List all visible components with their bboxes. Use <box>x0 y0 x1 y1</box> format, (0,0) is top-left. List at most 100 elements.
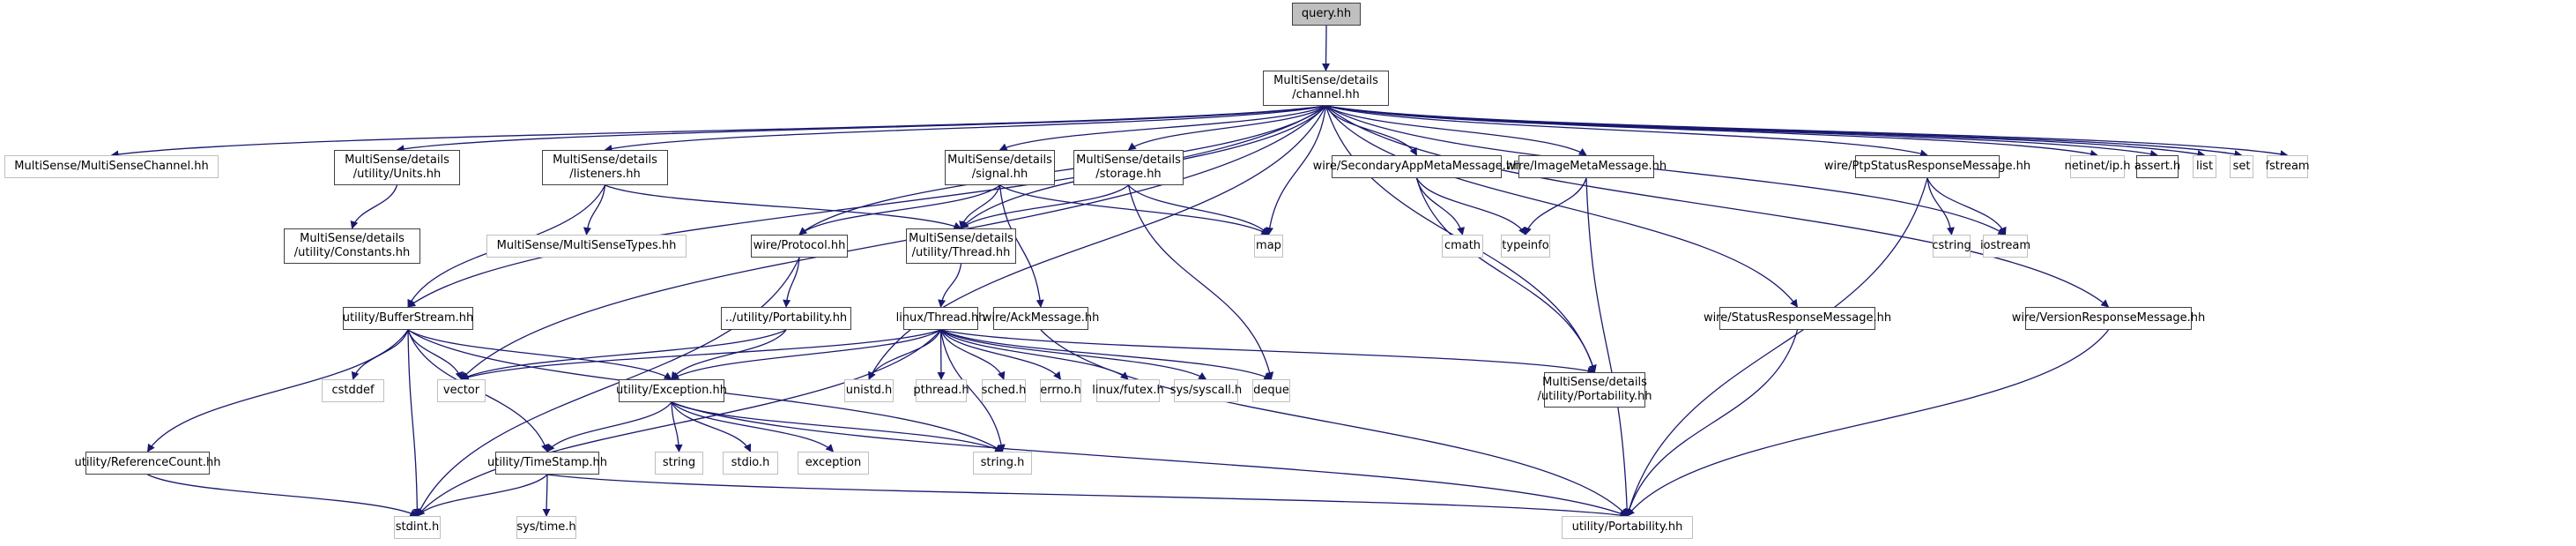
node-units[interactable]: MultiSense/details /utility/Units.hh <box>334 150 460 185</box>
node-constants[interactable]: MultiSense/details /utility/Constants.hh <box>284 228 420 264</box>
node-futex: linux/futex.h <box>1092 379 1164 402</box>
edge-channel-to-bufferstream <box>407 105 1326 308</box>
node-ptpstatus[interactable]: wire/PtpStatusResponseMessage.hh <box>1824 155 2030 178</box>
node-stringh: string.h <box>973 452 1032 475</box>
node-assert[interactable]: assert.h <box>2134 155 2180 178</box>
edge-secondary-to-msport <box>1415 177 1597 373</box>
node-mschannel: MultiSense/MultiSenseChannel.hh <box>4 155 219 178</box>
node-ack[interactable]: wire/AckMessage.hh <box>983 307 1099 330</box>
edge-bufferstream-to-vector <box>407 329 464 380</box>
edge-bufferstream-to-refcount <box>146 329 409 453</box>
node-list: list <box>2193 155 2216 178</box>
edge-lthread-to-stringh <box>939 329 1006 453</box>
edge-protocol-to-stdint <box>416 257 800 517</box>
node-string: string <box>655 452 703 475</box>
node-iostream: iostream <box>1980 235 2030 258</box>
node-systime: sys/time.h <box>516 516 576 539</box>
node-storage[interactable]: MultiSense/details /storage.hh <box>1073 150 1184 185</box>
edge-lthread-to-stdint <box>416 329 941 517</box>
edge-storage-to-map <box>1128 184 1270 236</box>
edge-channel-to-signal <box>998 105 1326 151</box>
edge-signal-to-ack <box>998 184 1044 308</box>
edge-bufferstream-to-exception_hh <box>407 329 672 380</box>
node-uthread[interactable]: MultiSense/details /utility/Thread.hh <box>906 228 1016 264</box>
edge-lthread-to-deque <box>940 329 1273 380</box>
edge-query-to-channel <box>1322 25 1331 71</box>
edge-channel-to-listeners <box>604 105 1326 153</box>
node-versionresp[interactable]: wire/VersionResponseMessage.hh <box>2012 307 2205 330</box>
node-refcount[interactable]: utility/ReferenceCount.hh <box>74 452 221 475</box>
edge-channel-to-versionresp <box>1325 105 2110 308</box>
edge-channel-to-vector <box>460 105 1326 380</box>
node-sched: sched.h <box>982 379 1026 402</box>
node-relport[interactable]: ../utility/Portability.hh <box>721 307 851 330</box>
node-deque: deque <box>1252 379 1290 402</box>
node-imagemeta[interactable]: wire/ImageMetaMessage.hh <box>1506 155 1667 178</box>
edge-protocol-to-relport <box>783 257 800 308</box>
node-stdio: stdio.h <box>723 452 778 475</box>
edge-channel-to-units <box>396 105 1326 153</box>
node-query[interactable]: query.hh <box>1292 3 1361 26</box>
edge-relport-to-exception_hh <box>671 329 787 380</box>
node-listeners[interactable]: MultiSense/details /listeners.hh <box>542 150 668 185</box>
edge-exception_hh-to-timestamp <box>546 401 672 453</box>
node-msport[interactable]: MultiSense/details /utility/Portability.… <box>1537 372 1652 408</box>
node-bufferstream[interactable]: utility/BufferStream.hh <box>343 307 473 330</box>
node-mstypes: MultiSense/MultiSenseTypes.hh <box>486 235 687 258</box>
node-timestamp[interactable]: utility/TimeStamp.hh <box>487 452 607 475</box>
node-vector: vector <box>437 379 486 402</box>
node-pthread: pthread.h <box>913 379 969 402</box>
node-fstream: fstream <box>2265 155 2310 178</box>
edge-uthread-to-lthread <box>938 263 962 308</box>
node-cstddef: cstddef <box>322 379 384 402</box>
edge-channel-to-fstream <box>1325 105 2289 159</box>
node-protocol[interactable]: wire/Protocol.hh <box>751 235 848 258</box>
edge-listeners-to-uthread <box>605 184 962 230</box>
edge-channel-to-assert <box>1325 105 2158 158</box>
edge-channel-to-statusresp <box>1325 105 1799 308</box>
edge-secondary-to-typeinfo <box>1415 177 1526 236</box>
edge-timestamp-to-port <box>546 474 1629 520</box>
edge-ptpstatus-to-iostream <box>1926 177 2007 236</box>
edge-lthread-to-syscall <box>940 329 1207 380</box>
edge-channel-to-imagemeta <box>1325 105 1587 156</box>
node-secondary[interactable]: wire/SecondaryAppMetaMessage.hh <box>1313 155 1520 178</box>
edge-lthread-to-errno <box>939 329 1062 380</box>
edge-timestamp-to-stdint <box>416 474 548 517</box>
node-lthread[interactable]: linux/Thread.hh <box>896 307 985 330</box>
edge-imagemeta-to-port <box>1585 177 1631 517</box>
edge-channel-to-mschannel <box>110 105 1326 159</box>
edge-lthread-to-msport <box>940 329 1596 375</box>
edge-channel-to-netinet <box>1325 105 2098 158</box>
node-syscall: sys/syscall.h <box>1170 379 1242 402</box>
edge-imagemeta-to-typeinfo <box>1524 177 1587 236</box>
node-statusresp[interactable]: wire/StatusResponseMessage.hh <box>1704 307 1891 330</box>
edge-statusresp-to-port <box>1625 329 1799 517</box>
edge-channel-to-map <box>1266 105 1327 236</box>
edge-listeners-to-mstypes <box>583 184 606 236</box>
edge-timestamp-to-systime <box>542 474 551 517</box>
node-errno: errno.h <box>1040 379 1081 402</box>
edge-lthread-to-exception_hh <box>671 329 941 380</box>
node-channel[interactable]: MultiSense/details /channel.hh <box>1263 71 1389 106</box>
node-set: set <box>2230 155 2253 178</box>
node-stdint: stdint.h <box>394 516 441 539</box>
edge-units-to-constants <box>350 184 398 229</box>
edge-relport-to-vector <box>460 329 787 380</box>
edge-refcount-to-stdint <box>147 474 419 517</box>
node-exception: exception <box>798 452 869 475</box>
node-port: utility/Portability.hh <box>1562 516 1693 539</box>
node-signal[interactable]: MultiSense/details /signal.hh <box>945 150 1055 185</box>
node-unistd: unistd.h <box>844 379 894 402</box>
node-netinet: netinet/ip.h <box>2065 155 2130 178</box>
node-cstring: cstring <box>1932 235 1971 258</box>
edge-signal-to-protocol <box>798 184 1000 236</box>
edge-exception_hh-to-port <box>671 401 1629 518</box>
edge-channel-to-ptpstatus <box>1325 105 1928 158</box>
edge-channel-to-storage <box>1127 105 1326 151</box>
node-exception-hh[interactable]: utility/Exception.hh <box>616 379 727 402</box>
edge-channel-to-protocol <box>798 105 1326 236</box>
node-cmath: cmath <box>1442 235 1483 258</box>
